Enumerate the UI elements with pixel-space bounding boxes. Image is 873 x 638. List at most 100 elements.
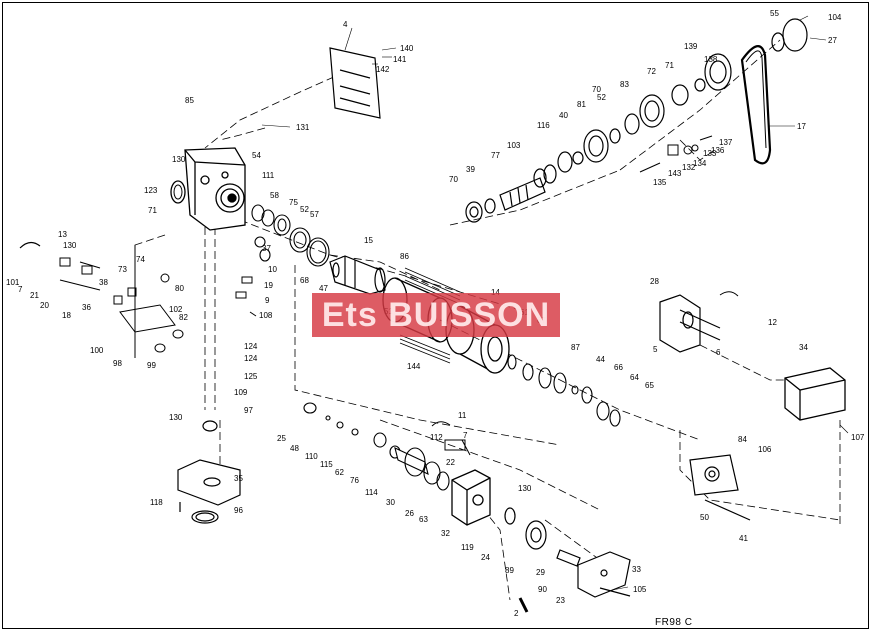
part-cover-33 — [577, 551, 631, 598]
part-number-label: 112 — [430, 433, 443, 442]
part-number-label: 17 — [797, 122, 806, 131]
part-number-label: 71 — [665, 61, 674, 70]
drawing-border — [2, 2, 869, 629]
part-number-label: 108 — [259, 311, 273, 320]
part-number-label: 90 — [538, 585, 547, 594]
part-number-label: 131 — [296, 123, 310, 132]
part-number-label: 57 — [310, 210, 319, 219]
part-number-label: 130 — [172, 155, 186, 164]
part-number-label: 26 — [405, 509, 414, 518]
part-number-label: 143 — [668, 169, 682, 178]
part-number-label: 50 — [700, 513, 709, 522]
part-number-label: 80 — [175, 284, 184, 293]
part-number-label: 124 — [244, 342, 258, 351]
part-number-label: 138 — [704, 55, 718, 64]
part-number-label: 139 — [684, 42, 698, 51]
part-number-label: 22 — [446, 458, 455, 467]
part-number-label: 58 — [270, 191, 279, 200]
part-number-label: 96 — [234, 506, 243, 515]
part-number-label: 82 — [179, 313, 188, 322]
part-number-label: 11 — [458, 411, 467, 420]
part-number-label: 6 — [716, 348, 721, 357]
part-number-label: 132 — [682, 163, 696, 172]
part-number-label: 12 — [768, 318, 777, 327]
part-number-label: 140 — [400, 44, 414, 53]
part-number-label: 64 — [630, 373, 639, 382]
part-number-label: 86 — [400, 252, 409, 261]
part-number-label: 116 — [537, 121, 550, 130]
part-number-label: 89 — [505, 566, 514, 575]
part-number-label: 36 — [82, 303, 91, 312]
part-number-label: 27 — [828, 36, 837, 45]
part-number-label: 142 — [376, 65, 390, 74]
part-number-label: 7 — [463, 431, 468, 440]
part-number-label: 7 — [18, 285, 23, 294]
part-number-label: 54 — [252, 151, 261, 160]
part-number-label: 130 — [169, 413, 183, 422]
watermark-text: Ets BUISSON — [321, 296, 551, 334]
part-number-label: 100 — [90, 346, 104, 355]
part-number-label: 105 — [633, 585, 647, 594]
part-number-label: 101 — [6, 278, 20, 287]
part-number-label: 97 — [244, 406, 253, 415]
part-number-label: 98 — [113, 359, 122, 368]
part-number-label: 70 — [592, 85, 601, 94]
part-block-32 — [451, 469, 491, 526]
part-number-label: 41 — [739, 534, 748, 543]
part-number-label: 144 — [407, 362, 421, 371]
part-number-label: 103 — [507, 141, 521, 150]
part-number-label: 47 — [319, 284, 328, 293]
part-number-label: 37 — [262, 244, 271, 253]
part-number-label: 63 — [419, 515, 428, 524]
part-number-label: 24 — [481, 553, 490, 562]
part-housing-85 — [184, 147, 246, 231]
drawing-code: FR98 C — [655, 617, 693, 628]
part-number-label: 124 — [244, 354, 258, 363]
part-number-label: 23 — [556, 596, 565, 605]
part-shaft-assembly-top — [465, 18, 808, 223]
part-number-label: 35 — [234, 474, 243, 483]
part-number-label: 38 — [99, 278, 108, 287]
part-number-label: 28 — [650, 277, 659, 286]
part-number-label: 75 — [289, 198, 298, 207]
part-number-label: 5 — [653, 345, 658, 354]
part-number-label: 4 — [343, 20, 348, 29]
part-number-label: 109 — [234, 388, 248, 397]
part-number-label: 9 — [265, 296, 270, 305]
part-number-label: 114 — [365, 488, 378, 497]
part-number-label: 48 — [290, 444, 299, 453]
part-plate-84 — [689, 454, 751, 521]
part-number-label: 68 — [300, 276, 309, 285]
part-tray-35 — [177, 459, 241, 506]
part-number-label: 83 — [620, 80, 629, 89]
part-number-label: 15 — [364, 236, 373, 245]
part-plate-4 — [329, 47, 381, 119]
part-number-label: 20 — [40, 301, 49, 310]
part-bracket-28 — [659, 294, 721, 353]
part-number-label: 141 — [393, 55, 407, 64]
part-number-label: 18 — [62, 311, 71, 320]
part-shaft-15 — [329, 255, 386, 295]
part-number-label: 125 — [244, 372, 258, 381]
part-number-label: 87 — [571, 343, 580, 352]
part-number-label: 10 — [268, 265, 277, 274]
part-number-label: 85 — [185, 96, 194, 105]
watermark-banner — [312, 293, 560, 337]
part-number-label: 52 — [300, 205, 309, 214]
part-number-label: 62 — [335, 468, 344, 477]
part-number-label: 137 — [719, 138, 733, 147]
part-number-label: 73 — [118, 265, 127, 274]
part-number-label: 13 — [58, 230, 67, 239]
part-number-label: 65 — [645, 381, 654, 390]
part-number-label: 55 — [770, 9, 779, 18]
part-number-label: 135 — [653, 178, 667, 187]
part-number-label: 104 — [828, 13, 842, 22]
part-number-label: 133 — [703, 149, 717, 158]
part-number-label: 76 — [350, 476, 359, 485]
part-number-label: 32 — [441, 529, 450, 538]
part-number-label: 130 — [518, 484, 532, 493]
part-number-label: 77 — [491, 151, 500, 160]
part-number-label: 134 — [693, 159, 707, 168]
